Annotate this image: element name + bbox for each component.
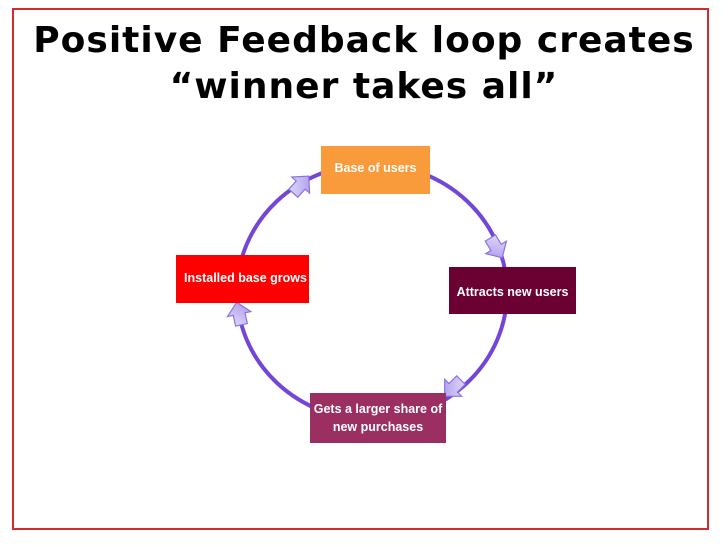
arrow-to-installed	[226, 301, 253, 327]
node-base-of-users: Base of users	[321, 146, 430, 194]
node-attracts-new-users: Attracts new users	[449, 267, 576, 314]
node-larger-share: Gets a larger share of new purchases	[310, 393, 446, 443]
title-line-2: “winner takes all”	[169, 66, 559, 107]
node-base-label: Base of users	[334, 160, 417, 175]
node-installed-base-grows: Installed base grows	[176, 255, 309, 303]
node-attract-label: Attracts new users	[456, 285, 569, 299]
title-line-1: Positive Feedback loop creates	[33, 20, 695, 61]
node-installed-label: Installed base grows	[184, 271, 307, 285]
arrow-to-attract	[484, 234, 508, 259]
arrow-to-share	[444, 374, 467, 397]
slide-title: Positive Feedback loop creates “winner t…	[0, 18, 728, 110]
arrow-to-base	[288, 175, 311, 199]
slide-frame	[12, 8, 709, 530]
node-share-label: Gets a larger share of new purchases	[313, 402, 443, 434]
